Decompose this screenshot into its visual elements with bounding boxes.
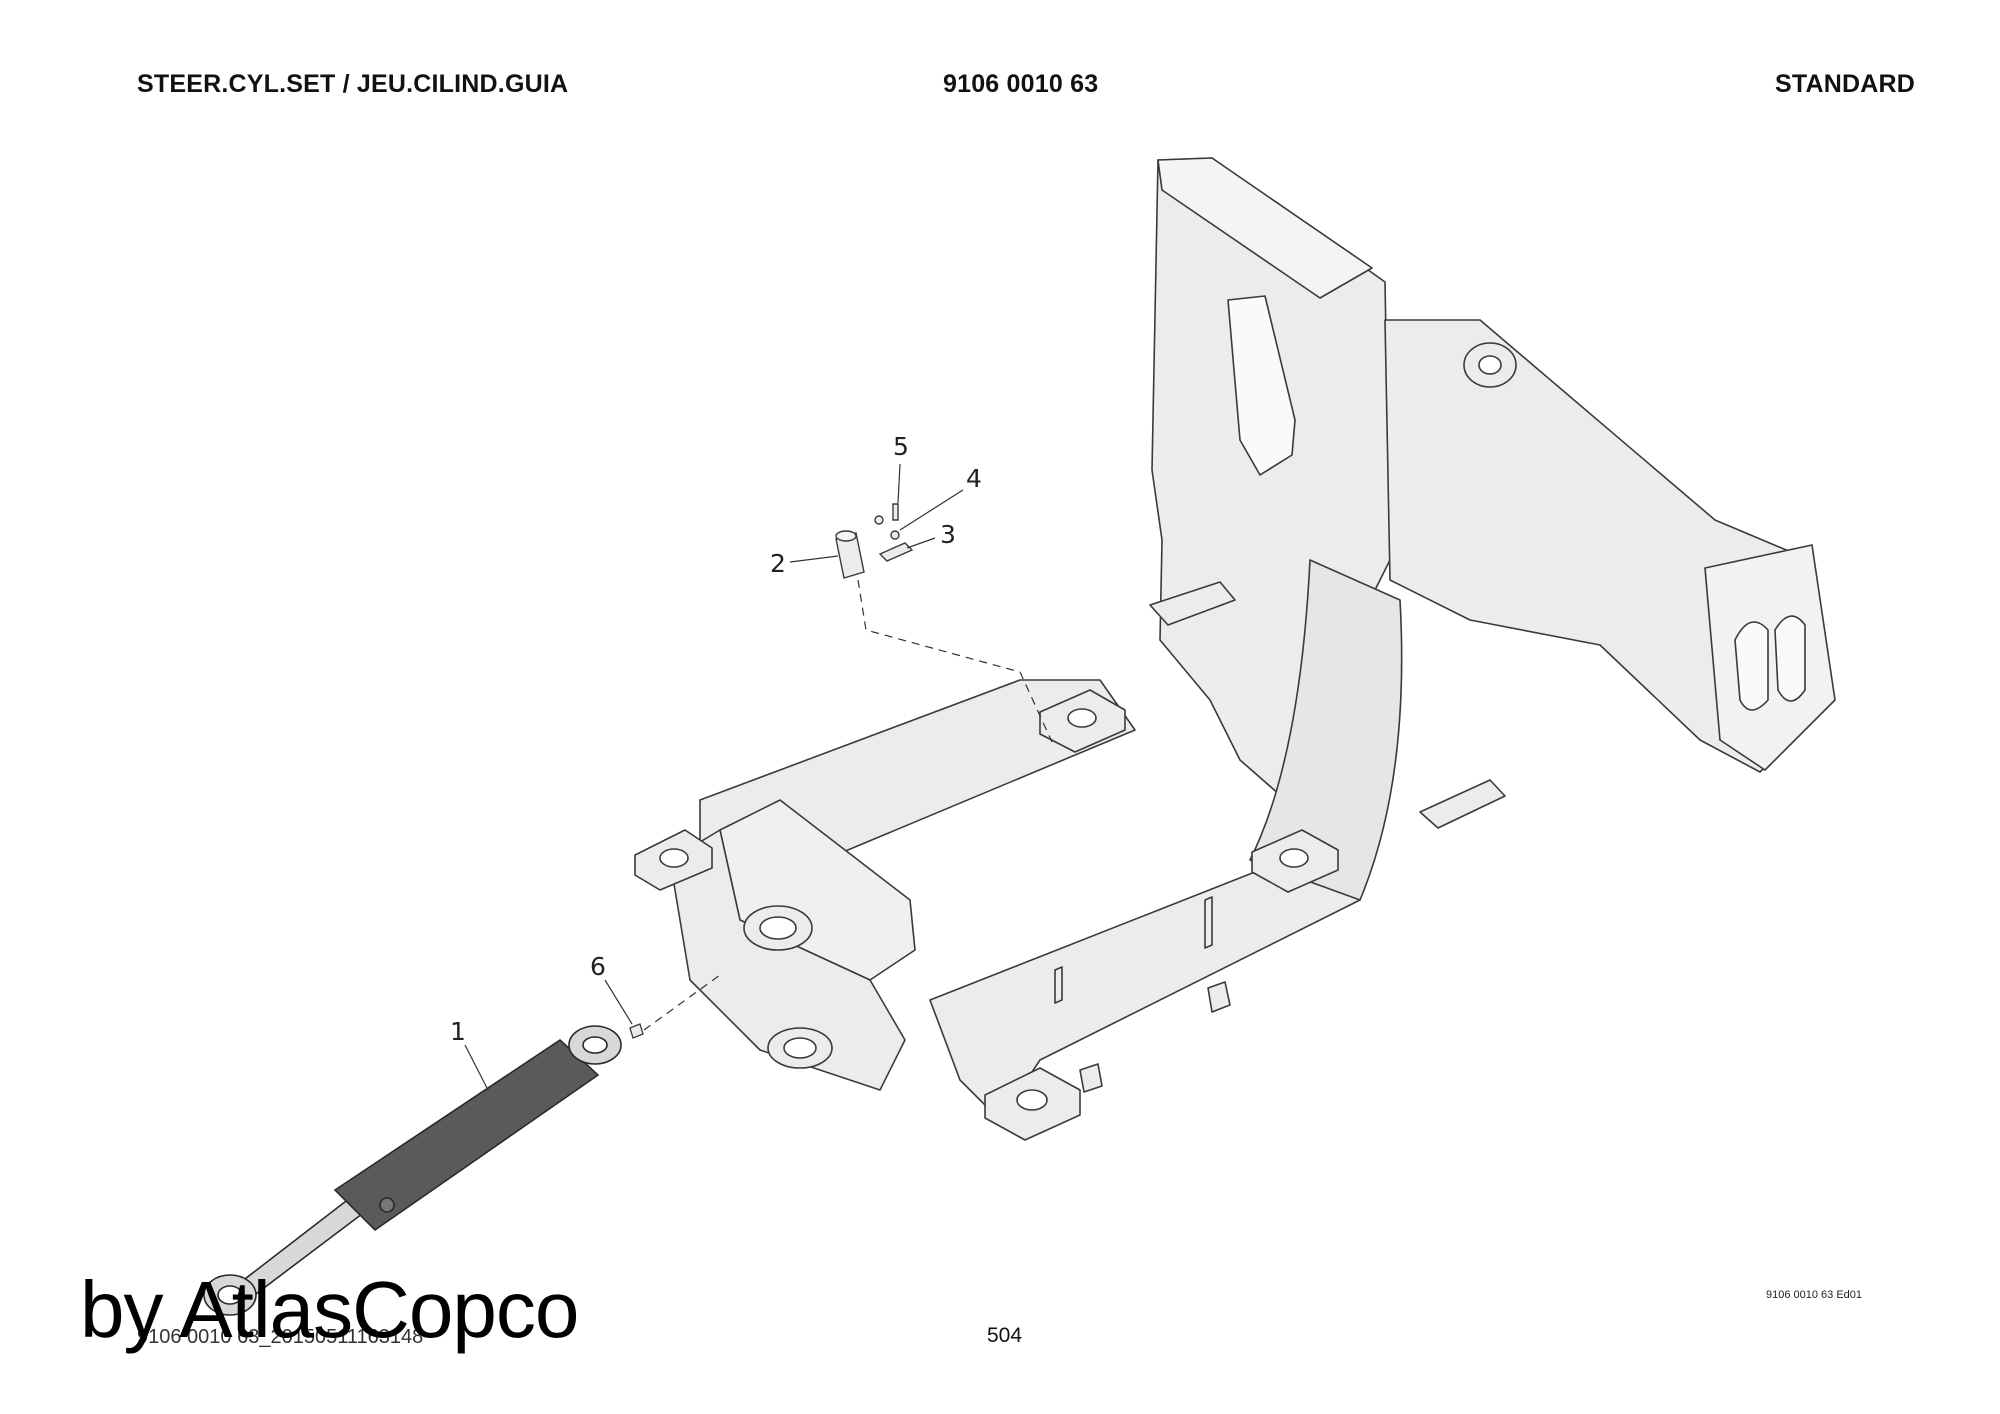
header-title: STEER.CYL.SET / JEU.CILIND.GUIA: [137, 70, 569, 98]
mount-pad-front-left-hole: [659, 848, 689, 868]
leader-2: [789, 555, 839, 563]
mount-pad-center-hole: [1067, 708, 1097, 728]
frame-upright-top: [1157, 157, 1373, 299]
bolt-head: [874, 515, 884, 525]
page-number: 504: [987, 1324, 1023, 1347]
cylinder-barrel: [333, 1038, 600, 1232]
frame-right-flange-slot-b: [1774, 615, 1806, 702]
frame-assembly: [634, 157, 1836, 1141]
leader-dashed-nipple: [643, 974, 721, 1031]
frame-lower-rail: [929, 859, 1361, 1121]
leader-4: [899, 489, 964, 531]
pin-assembly: [835, 503, 914, 579]
mount-pad-right-hole: [1279, 848, 1309, 868]
leader-3: [906, 537, 936, 549]
leader-lines: [464, 463, 1053, 1091]
header-part-number: 9106 0010 63: [943, 70, 1099, 98]
frame-spacer-b: [1079, 1063, 1103, 1093]
frame-pivot-bore-inner: [759, 916, 797, 940]
callout-6: 6: [590, 952, 606, 981]
frame-right-flange-slot-a: [1734, 621, 1769, 711]
cylinder-port: [379, 1197, 395, 1213]
callout-2: 2: [770, 549, 786, 578]
frame-upright-window: [1227, 295, 1296, 476]
frame-right-lug-hole: [1478, 355, 1502, 375]
frame-curve-member: [1249, 559, 1403, 901]
leader-dashed-pin: [857, 579, 1053, 743]
mount-pad-front-bottom-hole: [1016, 1089, 1048, 1111]
frame-stud-a: [1204, 896, 1213, 949]
header-variant: STANDARD: [1774, 70, 1915, 98]
grease-nipple: [629, 1023, 644, 1039]
cylinder-base-eye-hole: [582, 1036, 608, 1054]
callout-labels: 1 2 3 4 5 6: [450, 432, 982, 1046]
cylinder-rod-eye-hole: [217, 1285, 243, 1305]
callout-3: 3: [940, 520, 956, 549]
leader-5: [897, 463, 901, 504]
mount-bracket-right: [1419, 779, 1506, 829]
frame-lower-bore-inner: [783, 1037, 817, 1059]
callout-1: 1: [450, 1017, 466, 1046]
grease-nipple-body: [629, 1023, 644, 1039]
file-reference: 9106 0010 63_20150511163148: [137, 1326, 424, 1348]
frame-spacer-a: [1207, 981, 1231, 1013]
figure-code: 9106 0010 63 Ed01: [1766, 1289, 1863, 1301]
bolt: [892, 503, 899, 521]
callout-4: 4: [966, 464, 982, 493]
frame-front-lower-plate: [669, 829, 906, 1091]
lock-plate: [878, 542, 914, 562]
frame-stud-b: [1054, 966, 1063, 1004]
steering-cylinder: [203, 1025, 622, 1316]
frame-right-flange: [1704, 544, 1836, 771]
leader-6: [604, 979, 633, 1025]
watermark: by AtlasCopco: [80, 1265, 579, 1354]
pin-top: [835, 530, 857, 542]
callout-5: 5: [893, 432, 909, 461]
washer: [890, 530, 900, 540]
leader-1: [464, 1044, 489, 1091]
mount-bracket-top: [1149, 581, 1236, 626]
